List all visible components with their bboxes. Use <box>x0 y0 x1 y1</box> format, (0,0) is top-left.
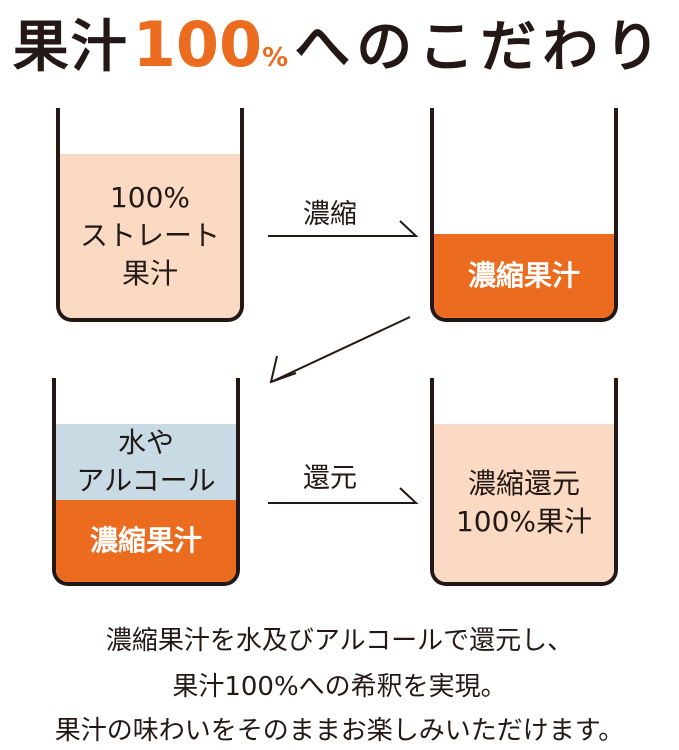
title-part1: 果汁 <box>12 15 129 80</box>
arrow-reconstitute <box>268 487 419 504</box>
label-line: 果汁 <box>121 257 178 290</box>
beaker-reconstituted-label: 濃縮還元 100%果汁 <box>434 424 614 582</box>
beaker-diluted-top-label: 水や アルコール <box>56 424 236 500</box>
title-part2: へのこだわり <box>294 15 667 80</box>
concentrate-fill <box>56 500 236 582</box>
beaker-straight-juice: 100% ストレート 果汁 <box>56 108 244 322</box>
caption-line-1: 濃縮果汁を水及びアルコールで還元し、 <box>105 626 574 656</box>
juice-fill <box>434 424 614 582</box>
arrow-diagonal-shaft <box>270 316 411 383</box>
juice-fill <box>60 154 240 318</box>
arrow-reconstitute-label: 還元 <box>303 463 357 494</box>
beaker-diluted: 水や アルコール 濃縮果汁 <box>52 378 240 586</box>
page-title: 果汁 100 % へのこだわり <box>0 0 679 90</box>
caption-line-2: 果汁100%への希釈を実現。 <box>172 672 507 702</box>
beaker-straight-label: 100% ストレート 果汁 <box>60 154 240 318</box>
label-line: 濃縮還元 <box>467 467 580 500</box>
label-line: 100%果汁 <box>455 505 593 538</box>
water-alcohol-fill <box>56 424 236 500</box>
label-line: 水や <box>117 426 174 459</box>
beaker-concentrate-label: 濃縮果汁 <box>467 259 580 292</box>
title-number: 100 <box>132 8 263 81</box>
concentrate-fill <box>434 234 614 318</box>
label-line: 100% <box>109 181 191 214</box>
beaker-concentrate: 濃縮果汁 <box>430 108 618 322</box>
beaker-reconstituted: 濃縮還元 100%果汁 <box>430 378 618 586</box>
label-line: アルコール <box>76 464 216 497</box>
beaker-diluted-bottom-label: 濃縮果汁 <box>89 524 202 557</box>
arrow-concentrate-label: 濃縮 <box>303 199 357 230</box>
label-line: ストレート <box>79 219 220 252</box>
caption-line-3: 果汁の味わいをそのままお楽しみいただけます。 <box>54 716 625 746</box>
title-percent: % <box>262 43 289 73</box>
arrow-concentrate <box>268 220 419 237</box>
arrow-diagonal <box>269 355 297 384</box>
